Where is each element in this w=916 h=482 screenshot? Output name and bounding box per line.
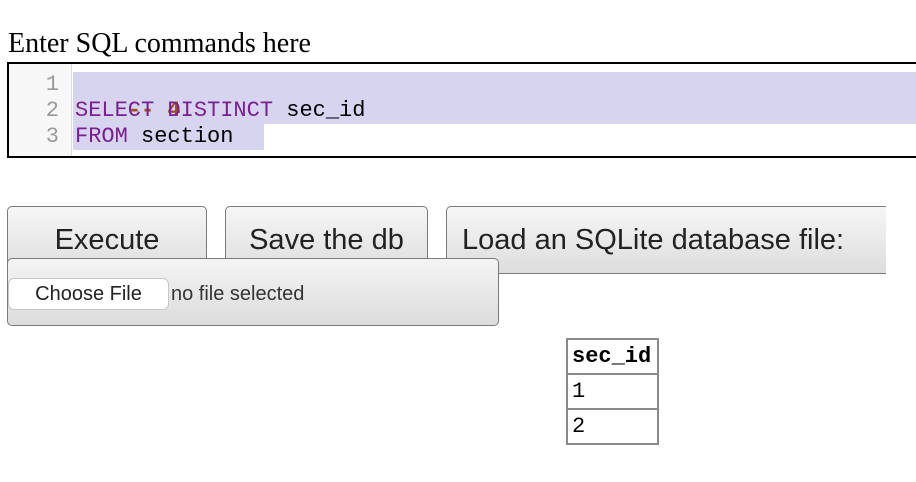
- code-text: [154, 98, 167, 123]
- table-header-row: sec_id: [566, 338, 659, 375]
- table-cell: 2: [566, 408, 659, 445]
- line-number: 3: [45, 124, 59, 149]
- code-comment: -- 4: [127, 98, 181, 123]
- sql-editor[interactable]: 1 2 3 -- 4 SELECT DISTINCT sec_id FROM s…: [7, 62, 916, 158]
- code-text: section: [127, 124, 234, 149]
- code-keyword: SELECT: [75, 98, 155, 123]
- code-line: SELECT DISTINCT sec_id: [75, 98, 365, 124]
- file-input-container: Choose File no file selected: [7, 258, 499, 326]
- code-text: sec_id: [273, 98, 366, 123]
- code-keyword: FROM: [75, 124, 128, 149]
- table-row: 2: [566, 408, 659, 445]
- code-line: -- 4: [75, 72, 181, 150]
- code-line: FROM section: [75, 124, 233, 150]
- line-number: 1: [45, 72, 59, 97]
- selection-highlight: [73, 124, 264, 150]
- load-db-button[interactable]: Load an SQLite database file:: [446, 206, 886, 274]
- page-heading: Enter SQL commands here: [8, 28, 311, 59]
- line-number-gutter: 1 2 3: [9, 64, 72, 156]
- table-cell: 1: [566, 373, 659, 410]
- line-number: 2: [45, 98, 59, 123]
- selection-highlight: [73, 72, 916, 98]
- choose-file-button[interactable]: Choose File: [8, 278, 169, 310]
- file-status-text: no file selected: [171, 283, 305, 305]
- column-header: sec_id: [566, 338, 659, 375]
- code-keyword: DISTINCT: [167, 98, 274, 123]
- results-table: sec_id 1 2: [566, 338, 659, 445]
- table-row: 1: [566, 373, 659, 410]
- selection-highlight: [73, 98, 916, 124]
